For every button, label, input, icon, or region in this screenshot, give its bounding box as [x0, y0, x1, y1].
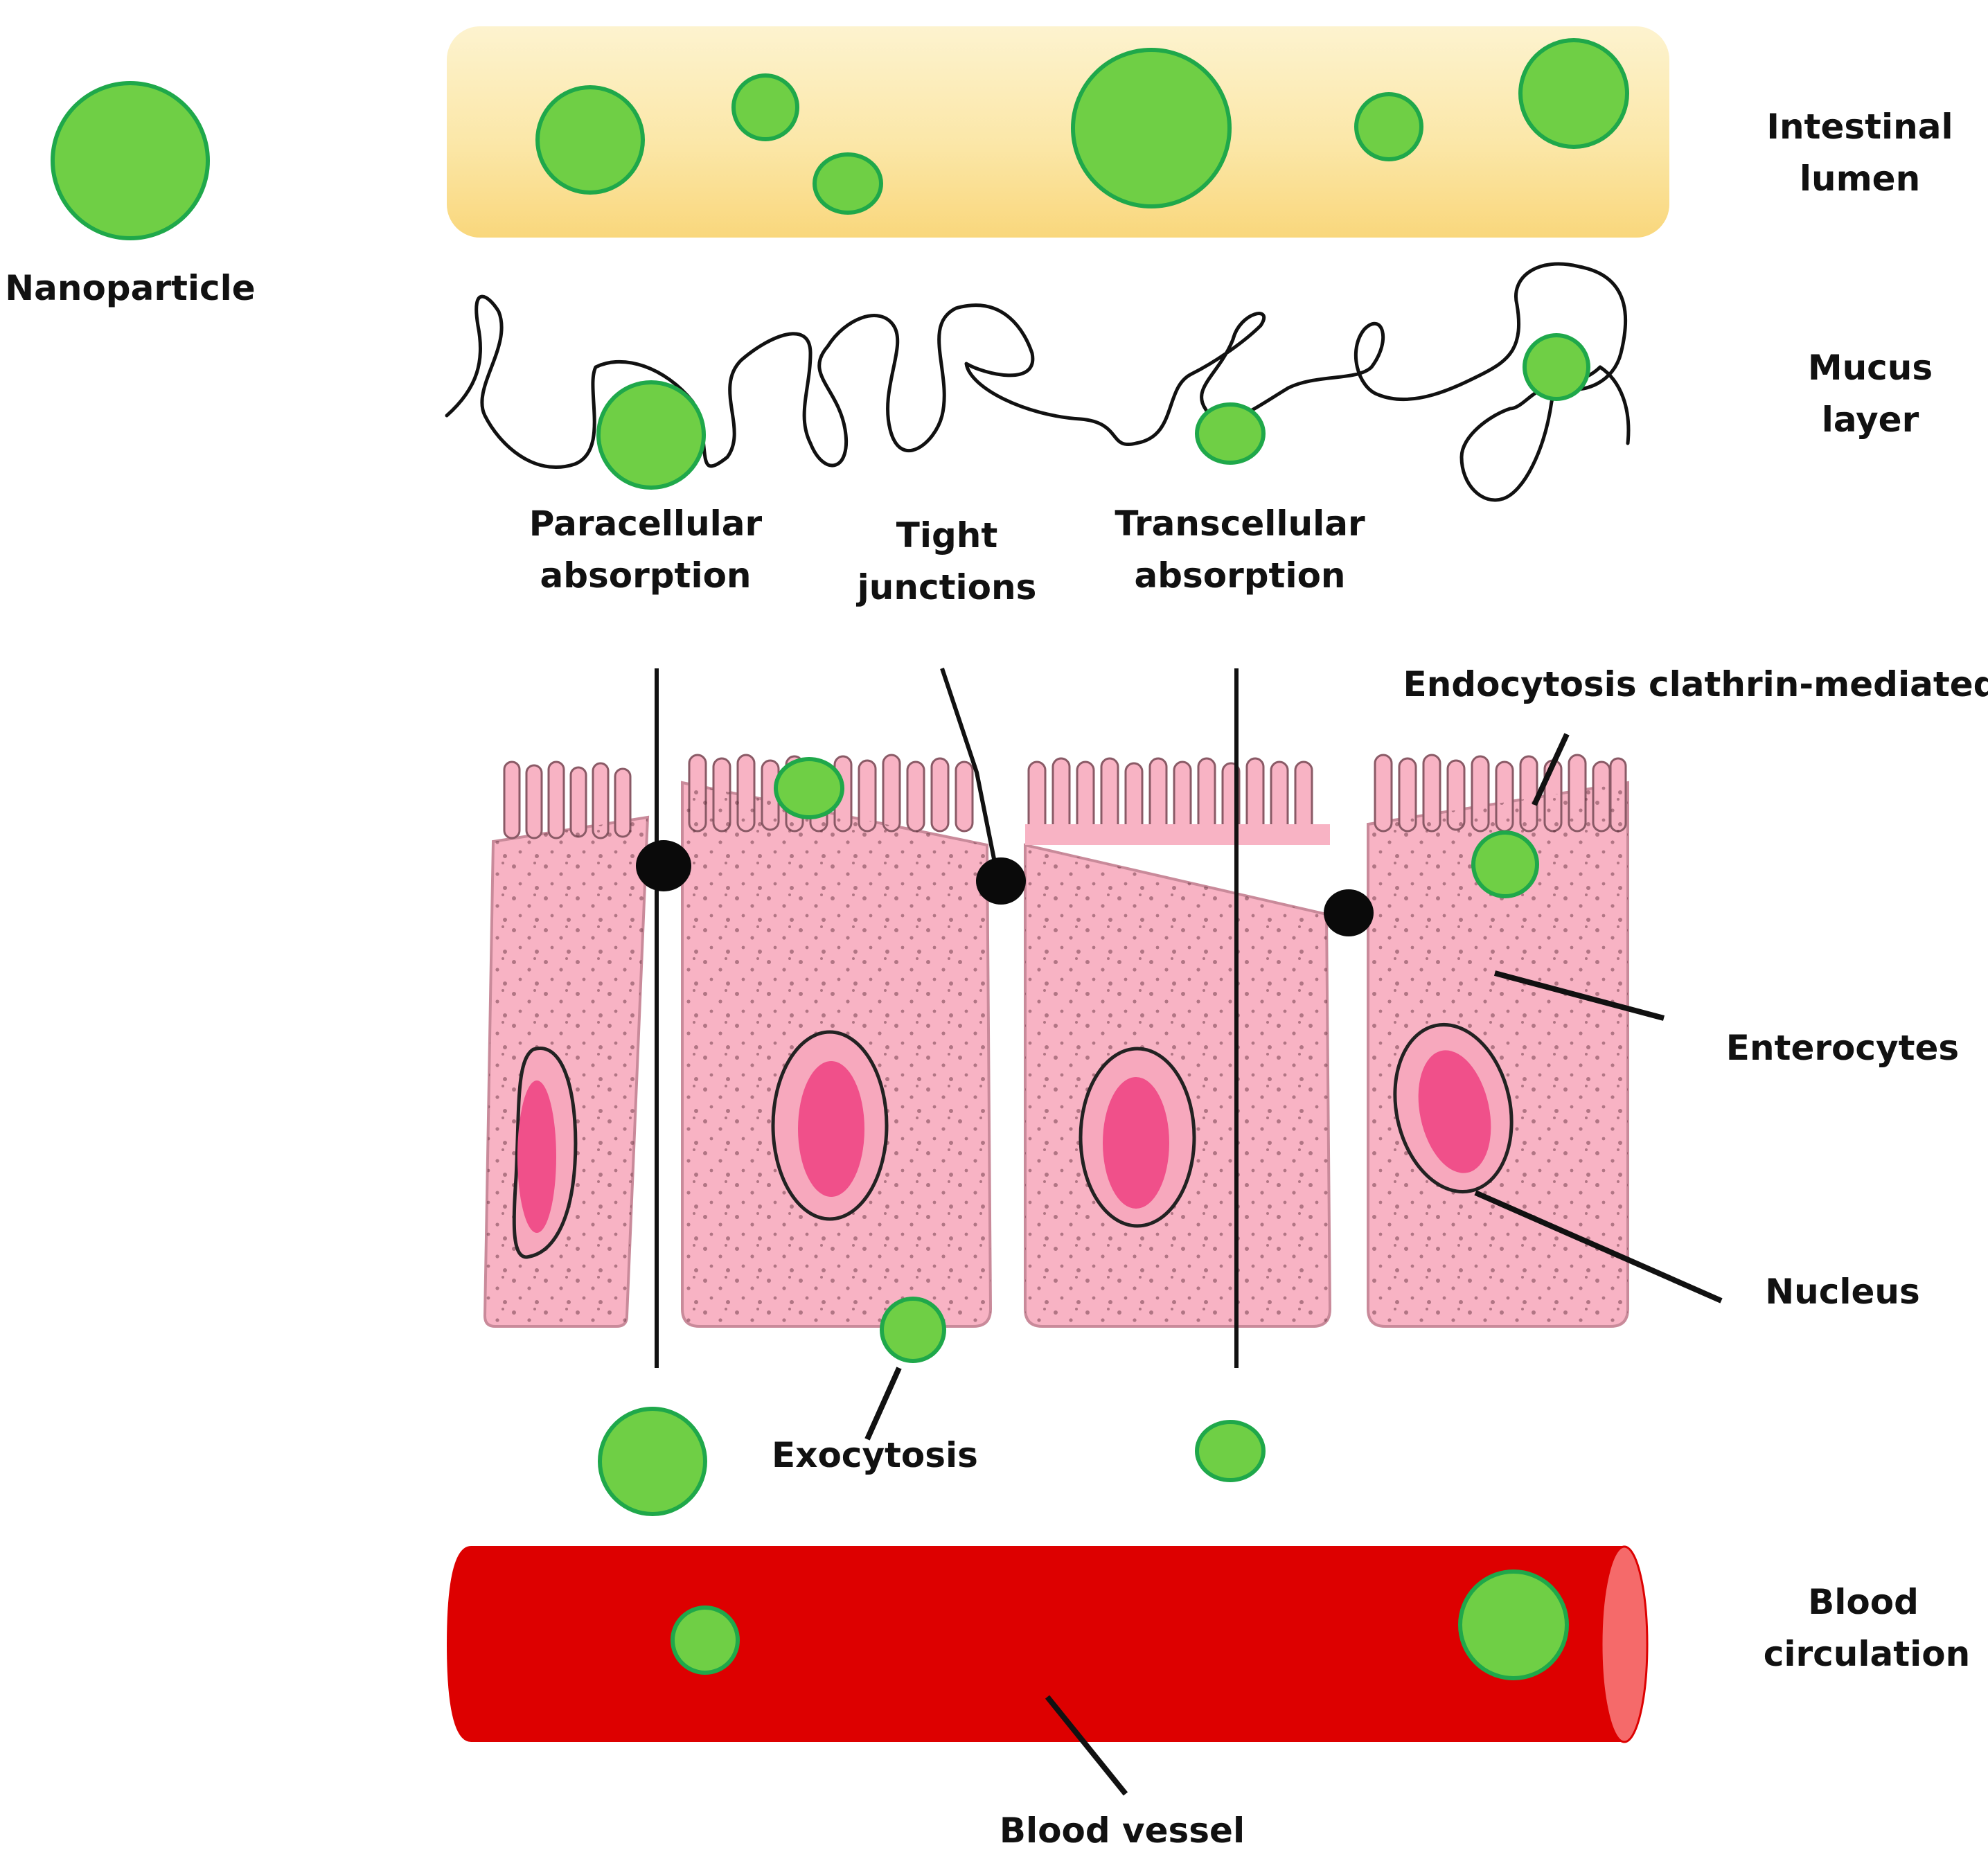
lumen-nanoparticles — [535, 38, 1629, 215]
lumen-nanoparticle — [1518, 38, 1629, 149]
blood-nanoparticle — [671, 1606, 740, 1675]
lumen-nanoparticle — [535, 85, 645, 195]
mucus-nanoparticles — [596, 333, 1590, 490]
exocytosis-pointer — [864, 1367, 902, 1441]
tight-junctions — [636, 840, 1374, 936]
endocytosis-pointer — [1532, 733, 1570, 806]
cell-nanoparticles — [774, 757, 1539, 1363]
nanoparticle-label: Nanoparticle — [5, 268, 255, 308]
mucus-nanoparticle — [1523, 333, 1590, 401]
released-nanoparticles — [598, 1407, 1266, 1516]
nucleus-pointer — [1474, 1190, 1723, 1304]
enterocytes — [483, 754, 1629, 1328]
tight-junction — [976, 857, 1026, 905]
blood-circulation-label-line2: circulation — [1764, 1634, 1971, 1674]
blood-vessel-pointer — [1045, 1695, 1128, 1796]
enterocyte-cell — [1024, 757, 1332, 1328]
cell-nanoparticle — [1471, 830, 1539, 898]
cell-nanoparticle — [880, 1297, 946, 1363]
tight-junctions-label-line1: Tight — [896, 515, 998, 555]
mucus-layer-label-line2: layer — [1822, 400, 1919, 440]
paracellular-label-line2: absorption — [540, 555, 751, 596]
lumen-nanoparticle — [731, 73, 799, 141]
nucleus-label: Nucleus — [1765, 1272, 1920, 1312]
enterocytes-pointer — [1493, 970, 1665, 1021]
endocytosis-label: Endocytosis clathrin-mediated — [1403, 664, 1988, 704]
blood-circulation-label-line1: Blood — [1808, 1582, 1919, 1622]
transcellular-label-line2: absorption — [1134, 555, 1345, 596]
paracellular-label-line1: Paracellular — [529, 504, 763, 544]
lumen-nanoparticle — [813, 152, 883, 215]
blood-vessel — [447, 1545, 1649, 1743]
released-nanoparticle — [598, 1407, 707, 1516]
blood-vessel-label: Blood vessel — [1000, 1811, 1245, 1851]
intestinal-lumen-label-line2: lumen — [1800, 159, 1920, 199]
transcellular-label-line1: Transcellular — [1115, 504, 1365, 544]
enterocyte-cell — [1367, 754, 1629, 1328]
tight-junctions-label-line2: junctions — [856, 567, 1037, 607]
released-nanoparticle — [1195, 1420, 1266, 1482]
mucus-nanoparticle — [596, 380, 706, 490]
enterocytes-label: Enterocytes — [1726, 1028, 1959, 1068]
lumen-nanoparticle — [1354, 92, 1423, 161]
lumen-nanoparticle — [1071, 48, 1232, 208]
mucus-nanoparticle — [1195, 402, 1266, 465]
blood-nanoparticle — [1458, 1569, 1569, 1680]
tight-junction — [636, 840, 691, 891]
cell-nanoparticle — [774, 757, 844, 819]
intestinal-lumen-label-line1: Intestinal — [1766, 107, 1953, 147]
tight-junction-pointer-line — [940, 668, 996, 860]
enterocyte-cell — [681, 754, 993, 1328]
exocytosis-label: Exocytosis — [772, 1435, 978, 1475]
mucus-layer-label-line1: Mucus — [1808, 348, 1933, 388]
enterocyte-cell — [483, 760, 650, 1328]
tight-junction — [1324, 889, 1374, 936]
legend-nanoparticle — [51, 81, 210, 240]
blood-vessel-opening — [1600, 1545, 1649, 1743]
